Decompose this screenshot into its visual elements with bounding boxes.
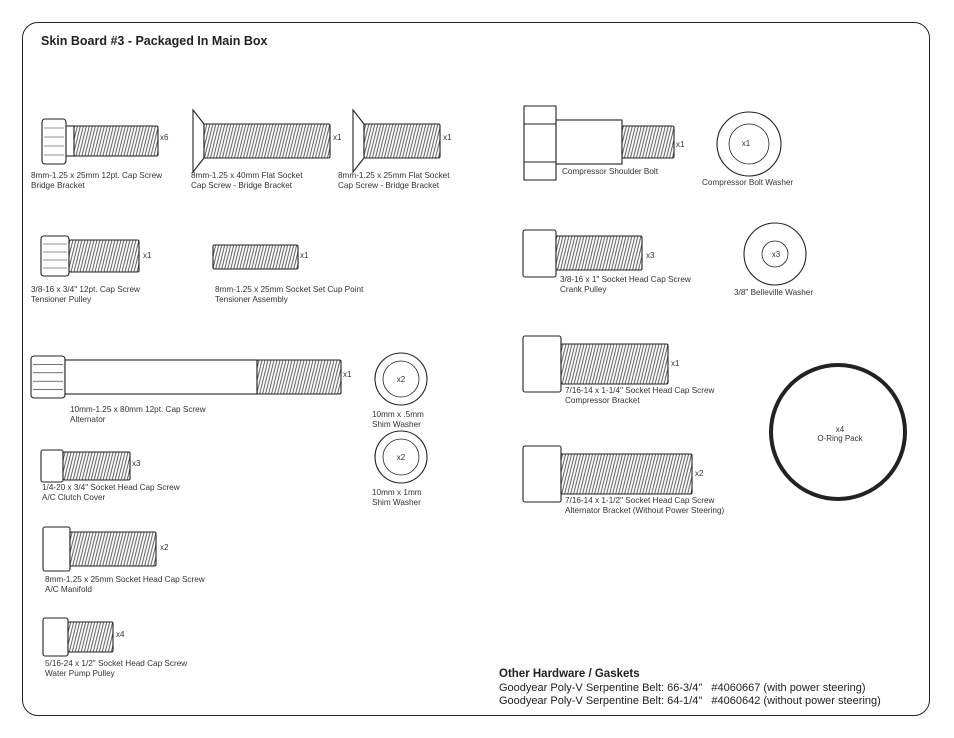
qty-tensioner-12pt: x1: [143, 251, 152, 260]
socket-head-crank-icon: [522, 229, 557, 278]
qty-flat-40mm: x1: [333, 133, 342, 142]
thread-bridge-12pt: [73, 125, 159, 157]
qty-belleville: x3: [771, 250, 781, 259]
thread-ac-manifold: [69, 531, 157, 567]
qty-set-screw: x1: [300, 251, 309, 260]
qty-shim-1mm: x2: [396, 453, 406, 462]
qty-shoulder-bolt: x1: [676, 140, 685, 149]
socket-head-alternator-bracket-icon: [522, 445, 562, 503]
thread-compressor-bracket: [560, 343, 669, 385]
qty-crank-pulley: x3: [646, 251, 655, 260]
part-label-shoulder-bolt: Compressor Shoulder Bolt: [562, 167, 659, 176]
thread-flat-40mm: [203, 123, 331, 159]
board-title: Skin Board #3 - Packaged In Main Box: [41, 34, 268, 48]
qty-water-pump: x4: [116, 630, 125, 639]
o-ring-icon: [769, 363, 907, 501]
skin-board: [22, 22, 930, 716]
thread-alternator-bracket: [560, 453, 693, 495]
socket-head-water-pump-icon: [42, 617, 69, 657]
twelve-point-head-icon: [40, 235, 70, 277]
socket-head-ac-manifold-icon: [42, 526, 71, 572]
belleville-washer-icon: [743, 222, 807, 286]
qty-bolt-washer: x1: [741, 139, 751, 148]
qty-ac-manifold: x2: [160, 543, 169, 552]
qty-alternator-80mm: x1: [343, 370, 352, 379]
flat-head-25mm-icon: [352, 108, 365, 174]
part-label-bolt-washer: Compressor Bolt Washer: [702, 178, 794, 187]
other-hardware-title: Other Hardware / Gaskets: [499, 668, 640, 680]
qty-compressor-bracket: x1: [671, 359, 680, 368]
thread-flat-25mm: [363, 123, 441, 159]
belt-line-2: Goodyear Poly-V Serpentine Belt: 64-1/4"…: [499, 695, 881, 707]
thread-water-pump: [67, 621, 114, 653]
hex-head-shoulder-icon: [523, 105, 557, 181]
twelve-point-head-icon: [41, 118, 67, 165]
socket-head-ac-clutch-icon: [40, 449, 64, 483]
flat-head-40mm-icon: [192, 108, 205, 174]
compressor-bolt-washer-icon: [716, 111, 782, 177]
belt-line-1: Goodyear Poly-V Serpentine Belt: 66-3/4"…: [499, 682, 866, 694]
qty-shim-05: x2: [396, 375, 406, 384]
twelve-point-head-icon: [30, 355, 66, 399]
shoulder-shank: [555, 119, 623, 165]
qty-alternator-bracket: x2: [695, 469, 704, 478]
socket-head-compressor-icon: [522, 335, 562, 393]
thread-alternator-80mm: [256, 359, 342, 395]
thread-shoulder: [621, 125, 675, 159]
thread-tensioner: [68, 239, 140, 273]
alternator-shank: [64, 359, 258, 395]
set-screw-icon: [212, 244, 299, 270]
part-label-belleville: 3/8" Belleville Washer: [734, 288, 814, 297]
thread-ac-clutch: [62, 451, 131, 481]
qty-ac-clutch: x3: [132, 459, 141, 468]
qty-bridge-12pt: x6: [160, 133, 169, 142]
thread-crank: [555, 235, 643, 271]
qty-flat-25mm: x1: [443, 133, 452, 142]
